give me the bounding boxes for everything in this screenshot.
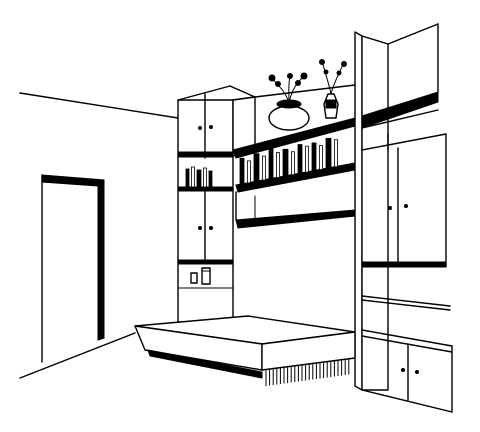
book (276, 152, 280, 178)
book (334, 139, 338, 168)
bed-base-fringe (265, 358, 350, 386)
vase-with-plant (268, 72, 310, 131)
small-jars (190, 267, 211, 285)
book (253, 153, 260, 183)
book (311, 142, 317, 172)
book (297, 144, 303, 174)
doorway (41, 174, 105, 363)
fold-down-bed (134, 315, 356, 386)
book (208, 170, 213, 188)
vase-with-branches (319, 59, 347, 119)
book (291, 151, 295, 176)
right-cabinet-column (354, 23, 453, 413)
book (203, 167, 207, 188)
book (239, 157, 245, 185)
books-left-shelf (185, 166, 213, 188)
book (268, 148, 274, 180)
book (305, 145, 309, 173)
book (319, 145, 323, 170)
book (196, 169, 202, 188)
book (262, 155, 266, 181)
book (247, 160, 251, 184)
book (325, 137, 332, 169)
book (191, 166, 195, 188)
book (282, 148, 289, 177)
book (185, 168, 190, 188)
books-upper-shelf (239, 137, 338, 185)
